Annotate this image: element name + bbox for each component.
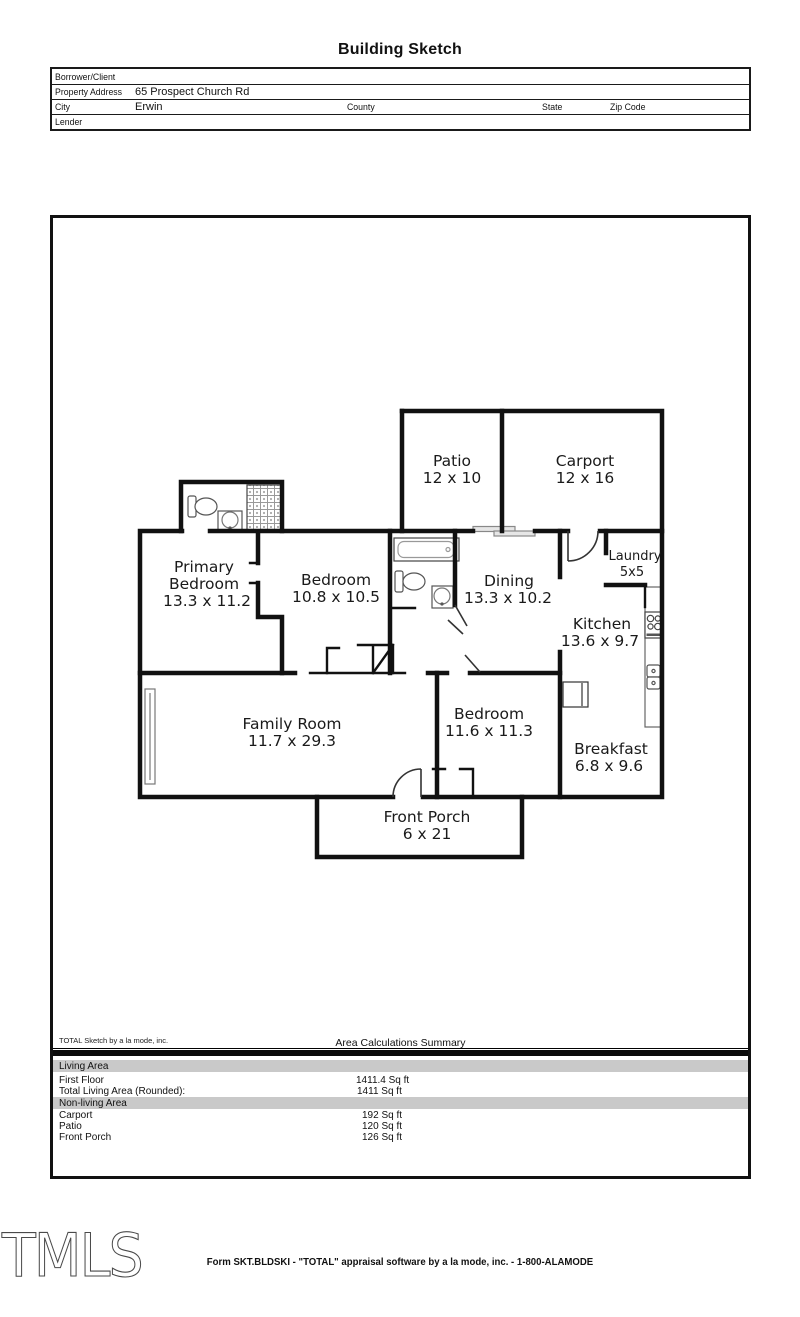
floor-fixtures [144, 484, 663, 785]
summary-row: Carport 192 Sq ft [59, 1110, 403, 1121]
room-label-kitchen: Kitchen [573, 615, 631, 633]
tmls-watermark: TMLS [1, 1221, 144, 1291]
dining-door [447, 619, 464, 635]
room-dims-dining: 13.3 x 10.2 [464, 589, 552, 607]
nonliving-area-header: Non-living Area [53, 1097, 748, 1109]
total-sketch-branding: TOTAL Sketch by a la mode, inc. [59, 1036, 169, 1045]
page-title: Building Sketch [338, 41, 462, 58]
sink-icon [431, 585, 454, 609]
shower-icon [246, 484, 283, 533]
borrower-label: Borrower/Client [55, 71, 116, 83]
form-row-lender: Lender [52, 114, 749, 129]
room-label-laundry: Laundry [609, 549, 662, 564]
zip-code-label: Zip Code [610, 101, 646, 113]
stove-icon [644, 611, 663, 639]
county-label: County [347, 101, 375, 113]
door-swings [392, 530, 599, 798]
toilet-icon [187, 495, 218, 518]
summary-row: Patio 120 Sq ft [59, 1121, 403, 1132]
room-dims-laundry: 5x5 [620, 565, 644, 580]
room-label-family-room: Family Room [243, 715, 342, 733]
room-dims-family-room: 11.7 x 29.3 [248, 732, 336, 750]
city-value: Erwin [135, 100, 163, 113]
toilet-icon [394, 570, 426, 593]
footer-form-text: Form SKT.BLDSKI - "TOTAL" appraisal soft… [206, 1257, 594, 1268]
summary-row: First Floor 1411.4 Sq ft [59, 1075, 410, 1086]
city-label: City [55, 101, 71, 113]
room-label-primary-bedroom2: Bedroom [169, 575, 239, 593]
lender-label: Lender [55, 116, 83, 128]
bathtub-icon [393, 537, 460, 562]
kitchen-sink-icon [646, 664, 661, 690]
summary-divider [53, 1048, 748, 1049]
floor-plan-svg: Patio 12 x 10 Carport 12 x 16 Laundry 5x… [137, 408, 665, 860]
summary-row: Front Porch 126 Sq ft [59, 1132, 403, 1143]
property-address-value: 65 Prospect Church Rd [135, 85, 250, 98]
property-address-label: Property Address [55, 86, 123, 98]
room-label-patio: Patio [433, 452, 471, 470]
living-area-header: Living Area [53, 1060, 748, 1072]
bedroom-door [464, 654, 481, 673]
refrigerator-icon [562, 681, 589, 708]
room-dims-bedroom2: 10.8 x 10.5 [292, 588, 380, 606]
state-label: State [542, 101, 563, 113]
interior-walls [248, 561, 647, 799]
bath-door [454, 604, 468, 627]
room-label-front-porch: Front Porch [384, 808, 471, 826]
carport-door [567, 530, 599, 562]
exterior-walls [137, 408, 665, 860]
form-row-city: City Erwin County State Zip Code [52, 99, 749, 115]
room-label-bedroom3: Bedroom [454, 705, 524, 723]
sketch-area: Patio 12 x 10 Carport 12 x 16 Laundry 5x… [50, 215, 751, 1179]
room-dims-breakfast: 6.8 x 9.6 [575, 757, 643, 775]
window-icon [144, 688, 156, 785]
room-dims-front-porch: 6 x 21 [403, 825, 452, 843]
room-label-dining: Dining [484, 572, 534, 590]
summary-black-band [53, 1050, 748, 1056]
room-dims-carport: 12 x 16 [556, 469, 614, 487]
sink-icon [217, 510, 243, 532]
room-label-primary-bedroom: Primary [174, 558, 234, 576]
room-dims-primary-bedroom: 13.3 x 11.2 [163, 592, 251, 610]
area-calculations-title: Area Calculations Summary [335, 1037, 466, 1049]
form-row-address: Property Address 65 Prospect Church Rd [52, 84, 749, 100]
room-dims-patio: 12 x 10 [423, 469, 481, 487]
room-dims-kitchen: 13.6 x 9.7 [561, 632, 639, 650]
header-form: Borrower/Client Property Address 65 Pros… [50, 67, 751, 131]
form-row-borrower: Borrower/Client [52, 69, 749, 85]
summary-row: Total Living Area (Rounded): 1411 Sq ft [59, 1086, 402, 1097]
room-label-bedroom2: Bedroom [301, 571, 371, 589]
room-label-carport: Carport [556, 452, 614, 470]
room-dims-bedroom3: 11.6 x 11.3 [445, 722, 533, 740]
front-door [392, 768, 422, 798]
kitchen-counter [644, 586, 663, 728]
room-label-breakfast: Breakfast [574, 740, 648, 758]
